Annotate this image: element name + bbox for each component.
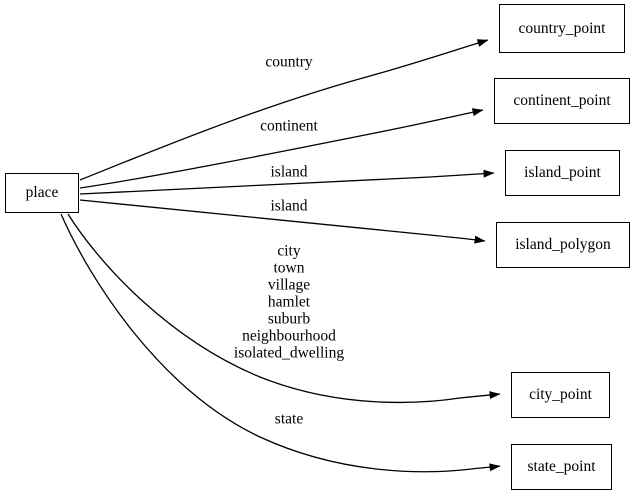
node-label: island_point — [524, 164, 601, 182]
edge-place-to-city_point — [67, 213, 501, 404]
edge-place-to-country_point — [79, 39, 489, 181]
node-city_point[interactable]: city_point — [511, 372, 610, 418]
node-label: island_polygon — [515, 236, 611, 254]
edge-place-to-island_point — [79, 169, 495, 195]
node-island_polygon[interactable]: island_polygon — [496, 222, 630, 268]
node-label: continent_point — [513, 92, 611, 110]
edge-label-country_point: country — [265, 53, 313, 71]
edge-label-island_point: island — [270, 163, 308, 181]
edge-label-island_polygon: island — [270, 197, 308, 215]
node-label: country_point — [518, 19, 606, 37]
edge-label-continent_point: continent — [260, 117, 318, 135]
edge-label-city_point: city town village hamlet suburb neighbou… — [233, 242, 345, 362]
node-label: city_point — [529, 386, 592, 404]
edge-place-to-island_polygon — [79, 199, 486, 244]
edge-place-to-state_point — [60, 213, 501, 473]
node-country_point[interactable]: country_point — [499, 4, 625, 53]
node-label: place — [25, 184, 59, 202]
edge-label-state_point: state — [274, 410, 304, 428]
node-state_point[interactable]: state_point — [511, 444, 612, 490]
node-place[interactable]: place — [5, 173, 79, 213]
node-label: state_point — [527, 458, 596, 476]
node-continent_point[interactable]: continent_point — [494, 78, 630, 124]
edge-place-to-continent_point — [79, 108, 484, 189]
node-island_point[interactable]: island_point — [505, 150, 620, 196]
